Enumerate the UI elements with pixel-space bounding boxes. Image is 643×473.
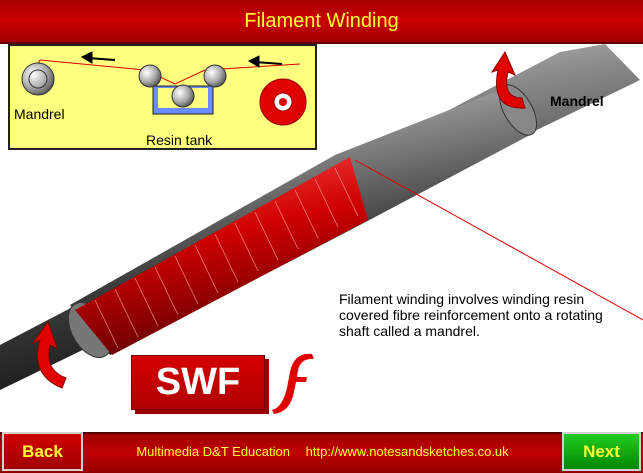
rotation-arrow-bottom-icon bbox=[31, 320, 67, 389]
flash-logo-icon bbox=[272, 353, 314, 414]
footer-url[interactable]: http://www.notesandsketches.co.uk bbox=[305, 444, 509, 459]
resin-tank-label: Resin tank bbox=[146, 132, 213, 148]
next-button[interactable]: Next bbox=[562, 432, 641, 471]
inset-mandrel-label: Mandrel bbox=[14, 106, 65, 122]
roller-icon bbox=[203, 64, 227, 88]
swf-badge: SWF bbox=[131, 355, 265, 410]
rotation-arrow-top-icon bbox=[490, 50, 526, 109]
mandrel-end-icon bbox=[21, 62, 55, 96]
swf-badge-label: SWF bbox=[155, 361, 241, 403]
inset-drawing bbox=[21, 51, 307, 126]
page-title: Filament Winding bbox=[244, 10, 399, 32]
process-inset-diagram: Mandrel Resin tank bbox=[8, 44, 317, 150]
next-button-label: Next bbox=[583, 442, 620, 461]
footer-credits: Multimedia D&T Education http://www.note… bbox=[85, 432, 560, 471]
roller-icon bbox=[138, 64, 162, 88]
footer-bar bbox=[0, 432, 643, 473]
wound-fibre-section bbox=[75, 157, 368, 355]
mandrel-label: Mandrel bbox=[550, 93, 604, 109]
fibre-feed-line bbox=[354, 159, 643, 321]
back-button-label: Back bbox=[22, 442, 63, 461]
footer-brand: Multimedia D&T Education bbox=[136, 444, 290, 459]
back-button[interactable]: Back bbox=[2, 432, 83, 471]
title-bar: Filament Winding bbox=[0, 0, 643, 44]
roller-icon bbox=[171, 84, 195, 108]
direction-arrow-icon bbox=[80, 51, 116, 64]
mandrel-illustration bbox=[0, 44, 643, 390]
direction-arrow-icon bbox=[247, 55, 283, 68]
description-text: Filament winding involves winding resin … bbox=[339, 291, 603, 339]
